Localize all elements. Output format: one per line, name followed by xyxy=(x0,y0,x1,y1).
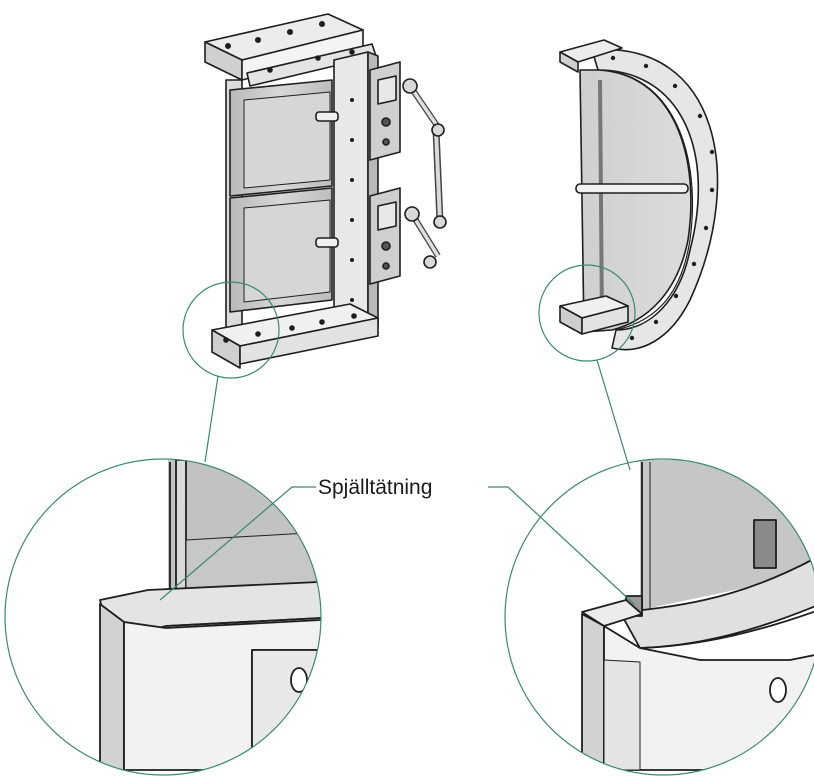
blade-shaft xyxy=(575,183,689,194)
right-detail-marker xyxy=(538,264,636,362)
bottom-channel-bracket xyxy=(211,303,379,369)
rectangular-damper-assembly xyxy=(204,13,447,369)
leader-lines xyxy=(159,486,635,605)
linkage-rod xyxy=(402,78,447,269)
top-channel-bracket xyxy=(204,13,377,87)
half-round-bottom-bracket xyxy=(559,295,629,335)
right-detail-zoom xyxy=(504,458,814,776)
half-round-blade xyxy=(579,69,692,333)
seal-label: Spjälltätning xyxy=(318,476,433,499)
flange-holes xyxy=(610,55,715,341)
left-detail-zoom xyxy=(4,458,322,776)
lower-damper-blade xyxy=(229,187,339,313)
curved-flange xyxy=(591,48,719,351)
upper-damper-blade xyxy=(229,79,339,197)
leader-left xyxy=(159,486,316,601)
half-round-damper-assembly xyxy=(559,39,719,351)
lower-bearing-block xyxy=(369,187,401,285)
channel-hole-right xyxy=(769,677,787,703)
callout-markers xyxy=(182,264,636,471)
left-detail-marker xyxy=(182,281,280,379)
channel-hole xyxy=(290,667,308,693)
frame-holes xyxy=(350,98,354,302)
upper-bearing-block xyxy=(369,61,401,161)
leader-right xyxy=(488,486,635,605)
